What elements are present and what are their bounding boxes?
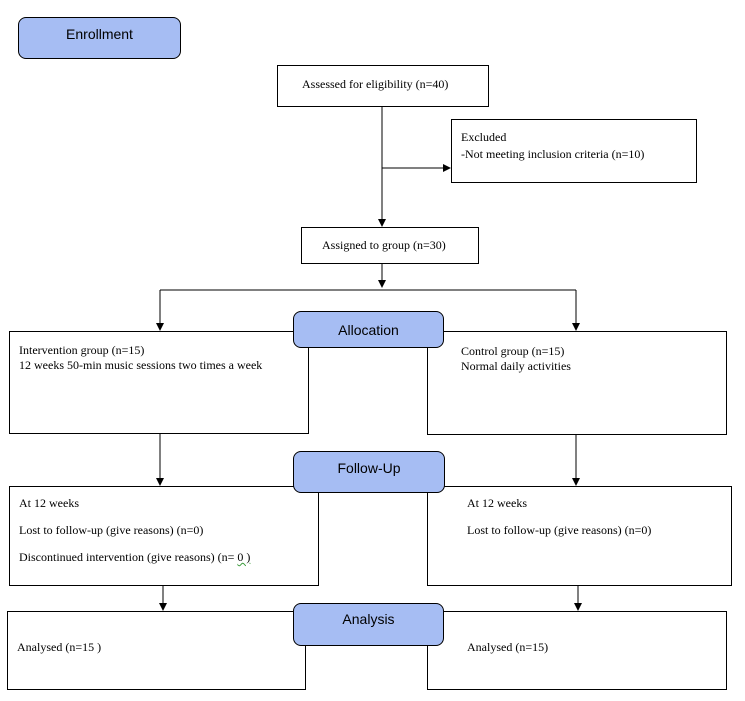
assessed-text: Assessed for eligibility (n=40) [302,77,449,91]
intervention-followup-box: At 12 weeks Lost to follow-up (give reas… [9,486,319,586]
intervention-description: 12 weeks 50-min music sessions two times… [19,358,263,372]
stage-analysis-label: Analysis [342,611,395,627]
stage-follow-up-label: Follow-Up [337,460,401,476]
intervention-discontinued: Discontinued intervention (give reasons)… [19,550,250,565]
control-lost-to-followup: Lost to follow-up (give reasons) (n=0) [467,523,652,537]
control-analysis-box: Analysed (n=15) [427,611,727,690]
excluded-title: Excluded [461,130,507,144]
assigned-box: Assigned to group (n=30) [301,227,479,264]
intervention-lost-to-followup: Lost to follow-up (give reasons) (n=0) [19,523,204,537]
control-group-label: Control group (n=15) [461,344,565,358]
excluded-box: Excluded -Not meeting inclusion criteria… [451,119,697,183]
stage-follow-up: Follow-Up [293,451,445,493]
intervention-analysis-box: Analysed (n=15 ) [7,611,306,690]
assessed-box: Assessed for eligibility (n=40) [277,65,489,107]
control-followup-time: At 12 weeks [467,496,527,510]
control-allocation-box: Control group (n=15) Normal daily activi… [427,331,727,435]
excluded-reason: -Not meeting inclusion criteria (n=10) [461,147,645,161]
assigned-text: Assigned to group (n=30) [322,238,446,252]
stage-enrollment: Enrollment [18,17,181,59]
control-description: Normal daily activities [461,359,571,373]
intervention-analysed: Analysed (n=15 ) [17,640,102,654]
intervention-allocation-box: Intervention group (n=15) 12 weeks 50-mi… [9,331,309,434]
stage-enrollment-label: Enrollment [66,26,133,42]
intervention-group-label: Intervention group (n=15) [19,343,145,357]
stage-allocation-label: Allocation [338,321,399,338]
control-followup-box: At 12 weeks Lost to follow-up (give reas… [427,486,732,586]
control-analysed: Analysed (n=15) [467,640,549,654]
stage-analysis: Analysis [293,603,444,646]
intervention-discontinued-label: Discontinued intervention (give reasons)… [19,550,238,564]
stage-allocation: Allocation [293,311,444,348]
intervention-discontinued-count: 0 ) [237,550,251,564]
intervention-followup-time: At 12 weeks [19,496,79,510]
